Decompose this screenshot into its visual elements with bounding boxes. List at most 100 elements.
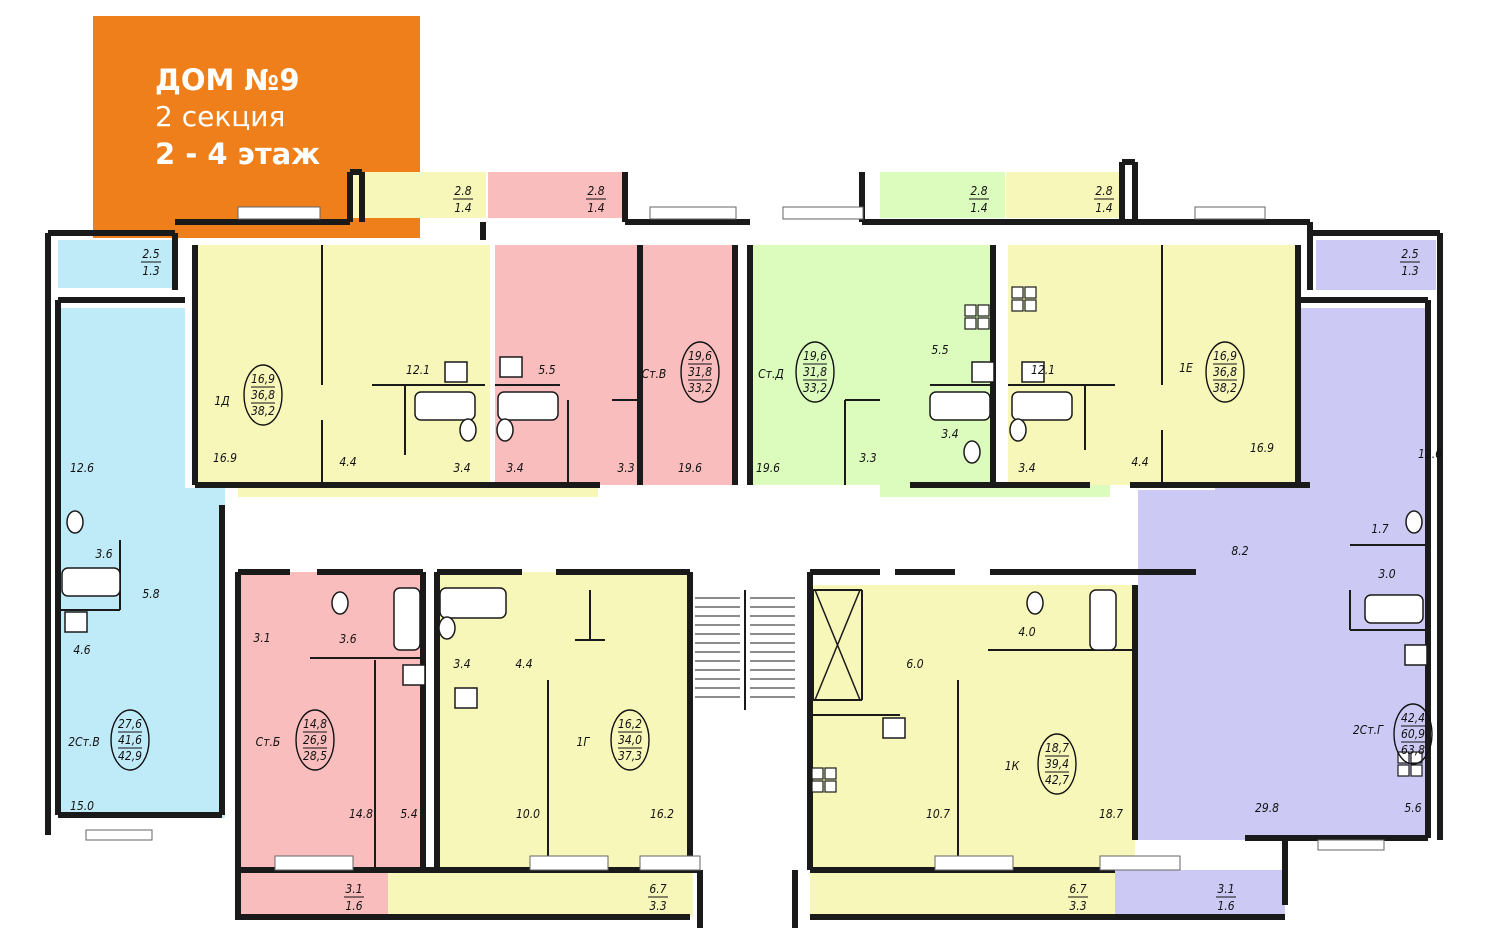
stove-burner <box>1011 286 1024 299</box>
apartment-marker: Ст.Д19,631,833,2 <box>758 341 835 403</box>
room-area-label: 14.8 <box>349 807 373 821</box>
room-area-label: 29.8 <box>1255 801 1279 815</box>
room-fill <box>437 572 689 872</box>
stove-burner <box>1397 764 1410 777</box>
sink-icon <box>1021 361 1045 383</box>
room-fill <box>488 172 626 218</box>
room-area-label: 16.9 <box>213 451 237 465</box>
room-area-label: 3.3 <box>859 451 876 465</box>
staircase <box>695 590 795 710</box>
apartment-marker: Ст.В19,631,833,2 <box>642 341 720 403</box>
room-area-label: 12.6 <box>1418 447 1442 461</box>
stove-icon <box>964 304 990 330</box>
bathtub <box>61 567 121 597</box>
living-area: 16,9 <box>1213 349 1237 363</box>
balcony-area: 2.5 <box>142 247 159 261</box>
room-area-label: 3.4 <box>941 427 958 441</box>
room-fill <box>388 872 693 917</box>
balcony-label: 3.11.6 <box>1216 882 1236 913</box>
balcony-label: 3.11.6 <box>344 882 364 913</box>
apartment-id: 1Е <box>1179 361 1193 375</box>
total-area: 60,9 <box>1401 727 1425 741</box>
room-area-label: 19.6 <box>756 461 780 475</box>
sink-icon <box>971 361 995 383</box>
area-oval <box>110 709 150 771</box>
stove-burner <box>1011 299 1024 312</box>
toilet-icon <box>438 616 456 640</box>
total-area: 31,8 <box>803 365 827 379</box>
balcony-reduced: 3.3 <box>649 899 666 913</box>
stove-burner <box>964 304 977 317</box>
room-area-label: 1.7 <box>1371 522 1388 536</box>
room-area-label: 3.4 <box>1018 461 1035 475</box>
balcony-reduced: 3.3 <box>1069 899 1086 913</box>
balcony-reduced: 1.4 <box>970 201 987 215</box>
stove-icon <box>811 767 837 793</box>
room-area-label: 3.6 <box>339 632 356 646</box>
room-fill <box>1215 488 1305 528</box>
total-area-with-balcony: 37,3 <box>618 749 642 763</box>
apartment-id: Ст.Б <box>256 735 281 749</box>
total-area-with-balcony: 33,2 <box>803 381 827 395</box>
apartment-id: 1Г <box>577 735 591 749</box>
sink-icon <box>64 611 88 633</box>
stove-burner <box>964 317 977 330</box>
bathtub <box>439 587 507 619</box>
room-area-label: 6.0 <box>906 657 923 671</box>
toilet-icon <box>1009 418 1027 442</box>
room-fill <box>1115 870 1285 916</box>
apartment-id: Ст.В <box>642 367 667 381</box>
room-area-label: 4.4 <box>515 657 532 671</box>
balcony-area: 6.7 <box>649 882 666 896</box>
toilet-icon <box>459 418 477 442</box>
apartment-id: Ст.Д <box>758 367 784 381</box>
balcony-label: 2.51.3 <box>1400 247 1420 278</box>
balcony-reduced: 1.4 <box>1095 201 1112 215</box>
apartment-id: 1К <box>1005 759 1021 773</box>
total-area: 31,8 <box>688 365 712 379</box>
sink-icon <box>882 717 906 739</box>
apartment-marker: 2Ст.Г42,460,963,8 <box>1353 703 1433 765</box>
section-label: 2 секция <box>155 100 286 133</box>
stove-burner <box>1024 286 1037 299</box>
balcony-label: 6.73.3 <box>1068 882 1088 913</box>
window <box>85 829 153 841</box>
balcony-area: 3.1 <box>1217 882 1234 896</box>
room-fill <box>1316 240 1436 290</box>
balcony-area: 2.5 <box>1401 247 1418 261</box>
balcony-reduced: 1.6 <box>1217 899 1234 913</box>
room-area-label: 5.4 <box>400 807 417 821</box>
total-area: 39,4 <box>1045 757 1069 771</box>
apartment-id: 1Д <box>214 394 229 408</box>
sink-icon <box>444 361 468 383</box>
window <box>934 855 1014 871</box>
balcony-label: 2.81.4 <box>969 184 989 215</box>
toilet-icon <box>66 510 84 534</box>
living-area: 27,6 <box>118 717 142 731</box>
room-area-label: 16.2 <box>650 807 674 821</box>
house-badge: ДОМ №9 2 секция 2 - 4 этаж <box>93 16 420 238</box>
room-area-label: 3.3 <box>617 461 634 475</box>
room-fill <box>880 172 1005 218</box>
room-area-label: 4.0 <box>1018 625 1035 639</box>
stove-burner <box>824 780 837 793</box>
area-oval <box>1393 703 1433 765</box>
total-area-with-balcony: 38,2 <box>251 404 275 418</box>
room-fill <box>810 585 1135 870</box>
stove-burner <box>977 317 990 330</box>
balcony-reduced: 1.3 <box>1401 264 1418 278</box>
sink-icon <box>454 687 478 709</box>
bathtub <box>414 391 476 421</box>
room-area-label: 3.4 <box>453 461 470 475</box>
bathtub <box>1364 594 1424 624</box>
floors-label: 2 - 4 этаж <box>155 137 321 171</box>
total-area: 34,0 <box>618 733 642 747</box>
room-fill <box>1138 490 1303 840</box>
room-area-label: 5.8 <box>142 587 159 601</box>
apartment-marker: 2Ст.В27,641,642,9 <box>68 709 150 771</box>
room-area-label: 16.9 <box>1250 441 1274 455</box>
room-area-label: 4.4 <box>339 455 356 469</box>
